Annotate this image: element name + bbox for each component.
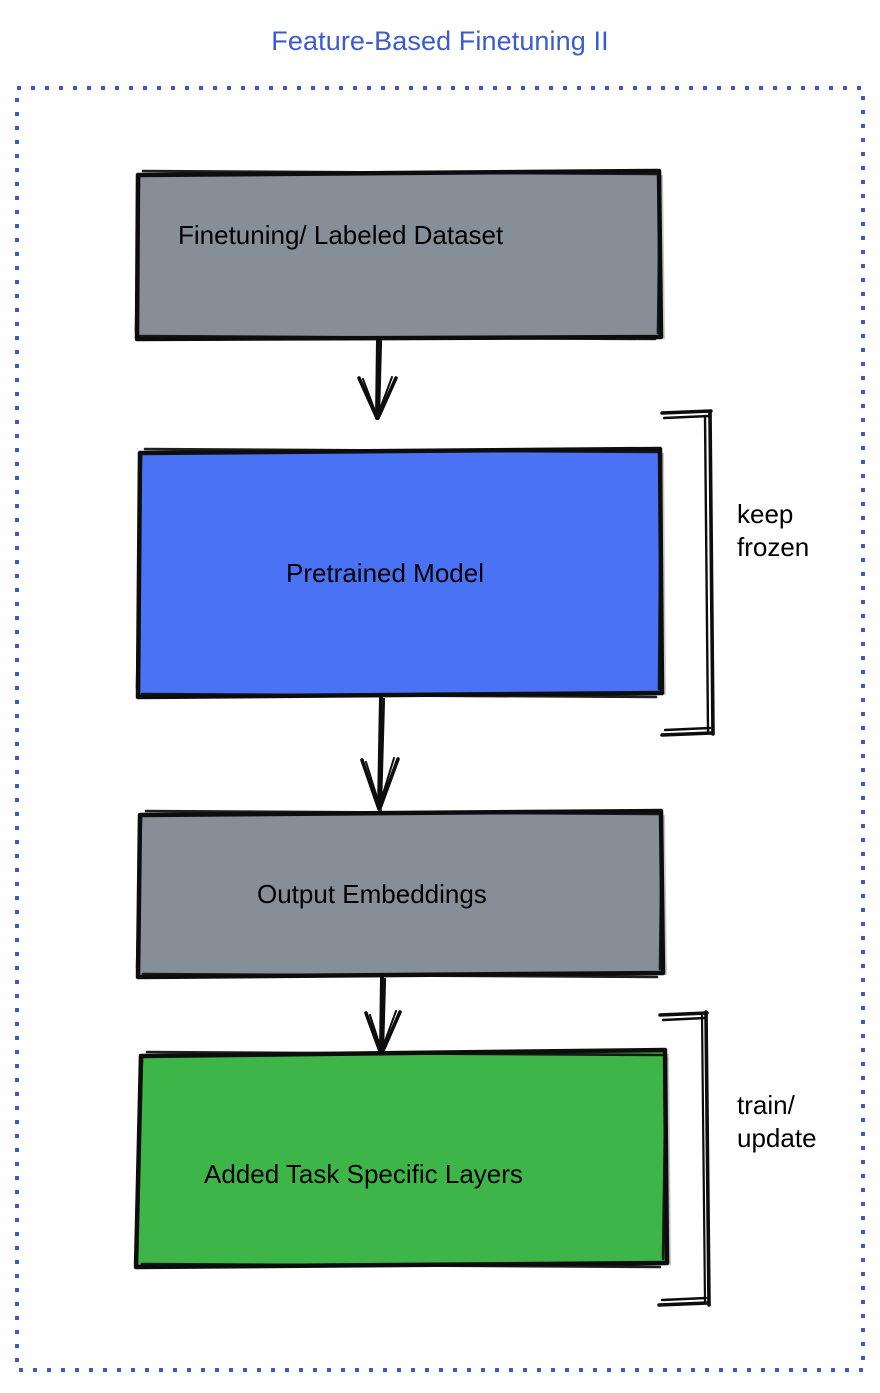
annotation-keep-frozen-label: keep frozen: [737, 499, 810, 563]
node-embeddings[interactable]: [135, 808, 666, 980]
node-dataset[interactable]: [134, 168, 664, 342]
page-title: Feature-Based Finetuning II: [271, 26, 609, 56]
node-embeddings-sketch-overstroke: [135, 809, 664, 979]
bracket-keep-frozen: [660, 409, 715, 737]
node-layers[interactable]: [133, 1047, 670, 1270]
node-pretrained-sketch-overstroke: [135, 447, 663, 699]
bracket-train-update: [657, 1010, 711, 1307]
edge-pretrained-to-embeddings: [360, 695, 400, 811]
diagram-frame: [15, 86, 865, 1372]
node-pretrained[interactable]: [135, 446, 665, 700]
node-dataset-fill: [137, 172, 661, 338]
node-embeddings-fill: [139, 812, 663, 976]
node-layers-sketch-overstroke: [134, 1050, 668, 1269]
annotation-train-update-label: train/ update: [737, 1090, 817, 1154]
node-pretrained-fill: [139, 450, 662, 696]
node-dataset-sketch-overstroke: [134, 169, 662, 341]
node-layers-fill: [137, 1051, 667, 1266]
edge-embeddings-to-layers: [364, 975, 402, 1056]
edge-dataset-to-pretrained: [357, 338, 398, 420]
